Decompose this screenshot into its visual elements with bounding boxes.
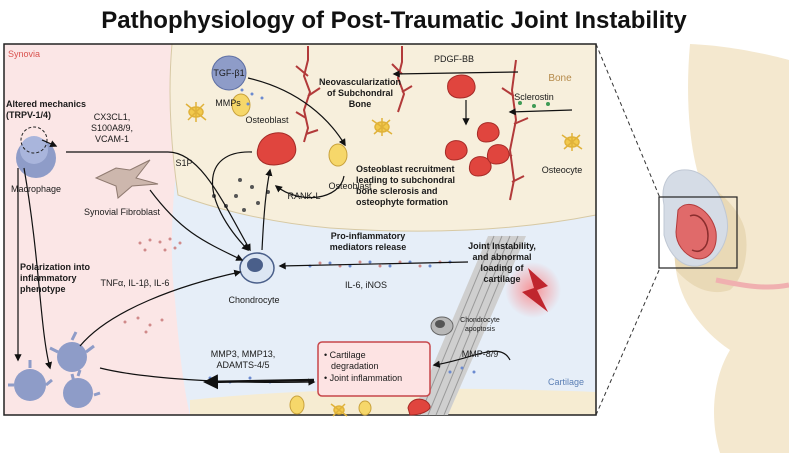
outcome-line-2: degradation — [331, 361, 379, 371]
region-label-synovia: Synovia — [8, 49, 40, 59]
zoom-box — [658, 196, 738, 269]
panel-border — [3, 43, 597, 416]
label-pdgfbb: PDGF-BB — [434, 54, 474, 64]
ligament-fibers — [412, 235, 526, 416]
label-neovasc-1: Neovascularization — [319, 77, 401, 87]
label-rankl: RANK-L — [287, 191, 320, 201]
label-mmp3-1: MMP3, MMP13, — [211, 349, 276, 359]
label-osteoblast-2: Osteoblast — [328, 181, 372, 191]
label-synovial-fibroblast: Synovial Fibroblast — [84, 207, 161, 217]
mmp-thick-arrow — [203, 374, 315, 390]
label-sclerostin: Sclerostin — [514, 92, 554, 102]
main-panel — [3, 43, 597, 416]
region-label-cartilage: Cartilage — [548, 377, 584, 387]
pathway-arrows — [14, 70, 573, 386]
label-instability-3: loading of — [481, 263, 525, 273]
label-cx3cl1: CX3CL1, — [94, 112, 131, 122]
bone-boundary — [169, 43, 597, 232]
label-altered-mechanics-1: Altered mechanics — [6, 99, 86, 109]
knee-joint-illustration — [658, 44, 789, 453]
outcome-line-1: • Cartilage — [324, 350, 366, 360]
synovia-region — [4, 44, 200, 415]
label-recruit-1: Osteoblast recruitment — [356, 164, 455, 174]
synovial-fibroblast-cell — [94, 159, 159, 199]
label-chondrocyte: Chondrocyte — [228, 295, 279, 305]
osteoclast-cells — [256, 74, 510, 416]
region-label-bone: Bone — [548, 73, 572, 84]
macrophage-cells — [8, 126, 101, 408]
osteoblast-cells — [231, 93, 372, 416]
label-vcam: VCAM-1 — [95, 134, 129, 144]
label-polarization-3: phenotype — [20, 284, 66, 294]
label-proinflam-1: Pro-inflammatory — [331, 231, 406, 241]
label-mmp3-2: ADAMTS-4/5 — [216, 360, 269, 370]
label-il6-inos: IL-6, iNOS — [345, 280, 387, 290]
label-apoptosis-2: apoptosis — [465, 326, 495, 333]
label-instability-4: cartilage — [483, 274, 520, 284]
outcome-box — [317, 341, 431, 397]
label-recruit-3: bone sclerosis and — [356, 186, 438, 196]
blood-vessels — [295, 46, 529, 201]
label-tnfa: TNFα, IL-1β, IL-6 — [101, 278, 170, 288]
label-apoptosis-1: Chondrocyte — [460, 317, 500, 324]
label-s1p: S1P — [175, 158, 192, 168]
label-altered-mechanics-2: (TRPV-1/4) — [6, 110, 51, 120]
label-macrophage: Macrophage — [11, 184, 61, 194]
label-recruit-4: osteophyte formation — [356, 197, 448, 207]
label-instability-2: and abnormal — [472, 252, 531, 262]
label-tgfb1: TGF-β1 — [213, 68, 244, 78]
osteocyte-cells — [185, 102, 583, 417]
label-instability-1: Joint Instability, — [468, 241, 536, 251]
tgf-b1-node — [211, 55, 247, 91]
label-polarization-1: Polarization into — [20, 262, 91, 272]
bone-region — [170, 44, 596, 232]
label-s100a8: S100A8/9, — [91, 123, 133, 133]
label-osteoblast-1: Osteoblast — [245, 115, 289, 125]
lightning-bolt-icon — [505, 262, 561, 318]
label-mmp89: MMP-8/9 — [462, 349, 499, 359]
outcome-line-3: • Joint inflammation — [324, 373, 402, 383]
label-proinflam-2: mediators release — [330, 242, 407, 252]
label-neovasc-3: Bone — [349, 99, 372, 109]
chondrocyte-cells — [239, 252, 454, 336]
label-recruit-2: leading to subchondral — [356, 175, 455, 185]
diagram-labels: Altered mechanics (TRPV-1/4) CX3CL1, S10… — [6, 54, 582, 383]
label-mmps: MMPs — [215, 98, 241, 108]
zoom-connectors — [595, 43, 661, 416]
label-osteocyte: Osteocyte — [542, 165, 583, 175]
label-neovasc-2: of Subchondral — [327, 88, 393, 98]
page-title: Pathophysiology of Post-Traumatic Joint … — [101, 7, 687, 34]
label-polarization-2: inflammatory — [20, 273, 77, 283]
